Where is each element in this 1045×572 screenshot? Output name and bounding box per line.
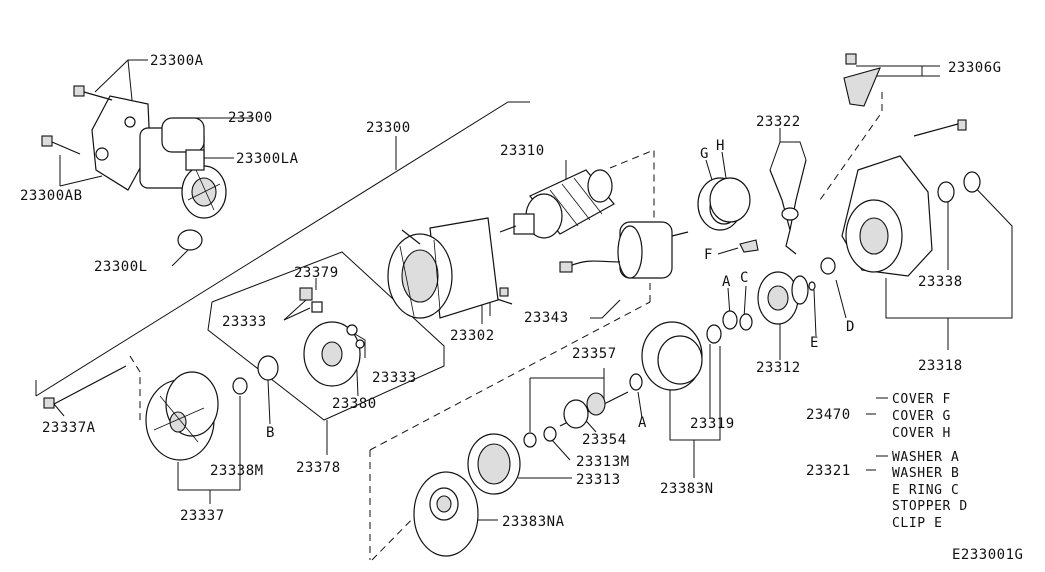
kit-23321-item: WASHER B [892, 466, 959, 481]
label-23322: 23322 [756, 114, 801, 130]
label-23383NA: 23383NA [502, 514, 565, 530]
label-23300LA: 23300LA [236, 151, 299, 167]
kit-23321-list: WASHER A WASHER B E RING C STOPPER D CLI… [892, 450, 968, 531]
label-G: G [700, 146, 709, 162]
label-23378: 23378 [296, 460, 341, 476]
kit-23321-item: CLIP E [892, 516, 943, 531]
label-E: E [810, 335, 819, 351]
label-A-lower: A [638, 415, 647, 431]
label-23300-assy: 23300 [228, 110, 273, 126]
label-23300A: 23300A [150, 53, 204, 69]
label-23321: 23321 [806, 463, 851, 479]
cover-gh-drawing [697, 177, 751, 231]
label-23333-left: 23333 [222, 314, 267, 330]
label-23337A: 23337A [42, 420, 96, 436]
part-number-labels: 23300A 23300 23300LA 23300AB 23300L 2330… [20, 53, 1023, 563]
label-23300AB: 23300AB [20, 188, 83, 204]
brush-holder-drawing [299, 287, 365, 387]
dust-cover-drawing [413, 471, 479, 557]
label-H: H [716, 138, 725, 154]
kit-23470-item: COVER G [892, 409, 951, 424]
label-23383N: 23383N [660, 481, 714, 497]
label-23354: 23354 [582, 432, 627, 448]
label-B: B [266, 425, 275, 441]
label-23312: 23312 [756, 360, 801, 376]
label-23379: 23379 [294, 265, 339, 281]
pinion-drawing [722, 257, 836, 331]
label-23306G: 23306G [948, 60, 1002, 76]
label-F: F [704, 247, 713, 263]
label-23380: 23380 [332, 396, 377, 412]
label-23300-main: 23300 [366, 120, 411, 136]
label-23313M: 23313M [576, 454, 630, 470]
kit-23321-item: WASHER A [892, 450, 959, 465]
shift-lever-drawing [739, 159, 807, 255]
leader-lines [35, 59, 1013, 561]
starter-assembly-drawing [91, 95, 227, 251]
label-23319: 23319 [690, 416, 735, 432]
label-23300L: 23300L [94, 259, 148, 275]
diagram-code: E233001G [952, 547, 1023, 563]
rear-cover-drawing [43, 355, 279, 461]
label-23337: 23337 [180, 508, 225, 524]
kit-23321-item: E RING C [892, 483, 959, 498]
label-23313: 23313 [576, 472, 621, 488]
label-23338: 23338 [918, 274, 963, 290]
label-C: C [740, 270, 749, 286]
label-23333-right: 23333 [372, 370, 417, 386]
yoke-drawing [387, 217, 499, 319]
gear-shaft-drawing [523, 373, 643, 448]
label-23302: 23302 [450, 328, 495, 344]
label-23318: 23318 [918, 358, 963, 374]
label-23357: 23357 [572, 346, 617, 362]
label-23470: 23470 [806, 407, 851, 423]
bolt-icons [41, 53, 967, 305]
kit-23321-item: STOPPER D [892, 499, 968, 514]
solenoid-drawing [559, 221, 689, 279]
label-D: D [846, 319, 855, 335]
gear-case-drawing [841, 67, 981, 277]
label-23310: 23310 [500, 143, 545, 159]
label-23343: 23343 [524, 310, 569, 326]
label-23338M: 23338M [210, 463, 264, 479]
ring-gear-drawing [467, 433, 521, 495]
label-A-upper: A [722, 274, 731, 290]
armature-drawing [499, 169, 615, 239]
housing-drawing [641, 321, 722, 391]
kit-23470-list: COVER F COVER G COVER H [892, 392, 951, 441]
kit-23470-item: COVER H [892, 426, 951, 441]
kit-23470-item: COVER F [892, 392, 951, 407]
